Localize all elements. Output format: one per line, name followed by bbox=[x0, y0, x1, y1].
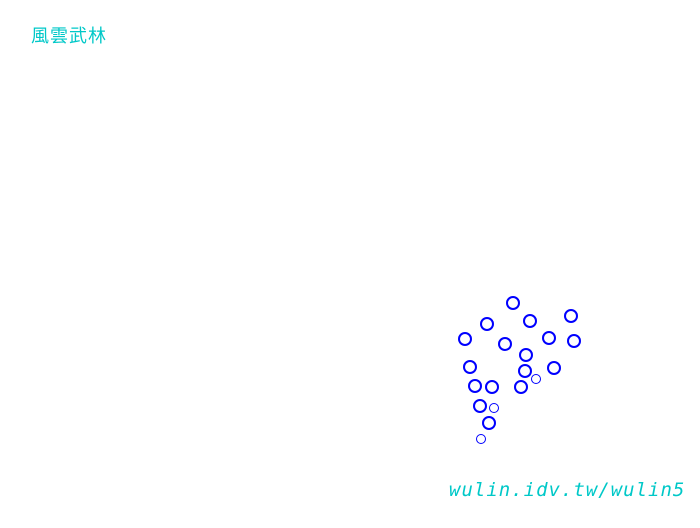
site-url[interactable]: wulin.idv.tw/wulin5 bbox=[449, 479, 686, 501]
map-marker-small[interactable] bbox=[476, 434, 486, 444]
map-marker-large[interactable] bbox=[480, 317, 494, 331]
map-marker-large[interactable] bbox=[498, 337, 512, 351]
map-marker-large[interactable] bbox=[518, 364, 532, 378]
map-marker-large[interactable] bbox=[485, 380, 499, 394]
map-marker-large[interactable] bbox=[468, 379, 482, 393]
map-marker-large[interactable] bbox=[564, 309, 578, 323]
game-title: 風雲武林 bbox=[31, 26, 107, 47]
map-marker-large[interactable] bbox=[458, 332, 472, 346]
map-marker-large[interactable] bbox=[542, 331, 556, 345]
map-marker-small[interactable] bbox=[489, 403, 499, 413]
map-marker-large[interactable] bbox=[523, 314, 537, 328]
map-marker-large[interactable] bbox=[547, 361, 561, 375]
map-marker-large[interactable] bbox=[473, 399, 487, 413]
map-marker-small[interactable] bbox=[531, 374, 541, 384]
map-marker-large[interactable] bbox=[514, 380, 528, 394]
map-marker-large[interactable] bbox=[506, 296, 520, 310]
map-marker-large[interactable] bbox=[463, 360, 477, 374]
map-marker-large[interactable] bbox=[567, 334, 581, 348]
map-marker-large[interactable] bbox=[482, 416, 496, 430]
map-marker-large[interactable] bbox=[519, 348, 533, 362]
